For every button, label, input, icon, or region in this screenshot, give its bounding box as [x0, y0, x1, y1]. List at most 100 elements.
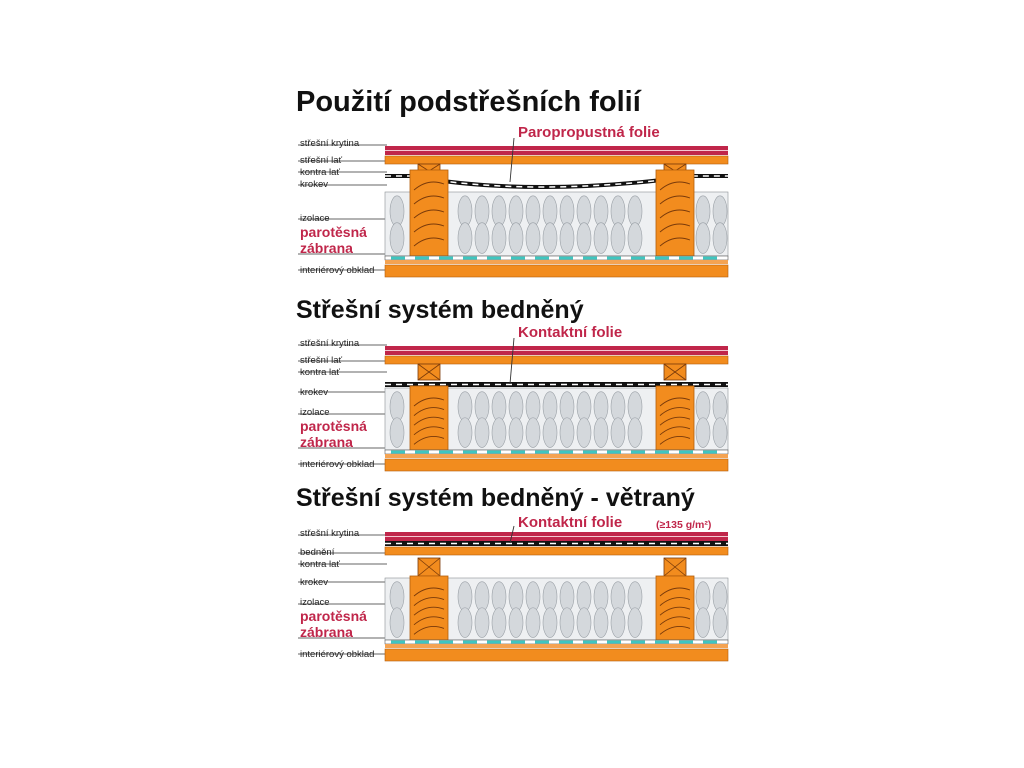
- contact-foil: [385, 541, 728, 546]
- insulation-fiber: [457, 607, 473, 638]
- rafter-grain: [659, 223, 691, 233]
- insulation-fiber: [508, 391, 524, 422]
- vapor-barrier-segment: [679, 256, 693, 260]
- insulation-fiber: [542, 607, 558, 638]
- insulation-fiber: [474, 581, 490, 612]
- vapor-barrier: [384, 255, 729, 261]
- label-interior-lining: interiérový obklad: [300, 459, 375, 470]
- vapor-barrier: [384, 639, 729, 645]
- rafter-grain: [659, 407, 691, 416]
- insulation-fiber: [593, 417, 609, 448]
- vapor-barrier-segment: [415, 450, 429, 454]
- batten-layer: [384, 355, 729, 365]
- label-rafter: krokev: [300, 387, 328, 398]
- vapor-barrier-segment: [703, 640, 717, 644]
- rafter-grain: [413, 397, 445, 407]
- insulation-fiber: [576, 417, 592, 448]
- rafter-grain: [659, 435, 691, 445]
- vapor-barrier-segment: [415, 256, 429, 260]
- rafter-grain: [659, 397, 691, 407]
- rafter-grain: [413, 209, 445, 219]
- section-2-cross-section: [298, 337, 729, 472]
- vapor-barrier-segment: [439, 450, 453, 454]
- insulation-fiber: [610, 222, 626, 254]
- insulation-fiber: [559, 195, 575, 227]
- vapor-barrier-segment: [511, 450, 525, 454]
- insulation-fiber: [712, 391, 728, 422]
- insulation-fiber: [627, 607, 643, 638]
- insulation-fiber: [491, 581, 507, 612]
- interior-batten: [385, 260, 728, 264]
- vapor-barrier-segment: [583, 450, 597, 454]
- vapor-barrier-segment: [487, 450, 501, 454]
- insulation-fiber: [542, 195, 558, 227]
- insulation-fiber: [508, 222, 524, 254]
- insulation-fiber: [542, 581, 558, 612]
- insulation-fiber: [525, 391, 541, 422]
- insulation-fiber: [627, 581, 643, 612]
- insulation-fiber: [593, 581, 609, 612]
- vapor-barrier-segment: [655, 450, 669, 454]
- vapor-barrier-segment: [655, 256, 669, 260]
- label-batten: střešní lať: [300, 155, 343, 166]
- vapor-barrier-segment: [535, 256, 549, 260]
- foil-pointer: [509, 137, 515, 183]
- insulation-fiber: [610, 391, 626, 422]
- label-rafter: krokev: [300, 577, 328, 588]
- vapor-barrier-segment: [583, 640, 597, 644]
- insulation-fiber: [712, 222, 728, 254]
- label-boarding: bednění: [300, 547, 335, 558]
- vapor-barrier: [384, 449, 729, 455]
- insulation-fiber: [593, 222, 609, 254]
- vapor-barrier-segment: [487, 256, 501, 260]
- insulation-fiber: [610, 417, 626, 448]
- label-vapor-barrier-2: zábrana: [300, 240, 353, 256]
- rafter: [409, 169, 449, 257]
- insulation-fiber: [508, 607, 524, 638]
- foil-pointer: [509, 337, 515, 385]
- vapor-barrier-segment: [631, 450, 645, 454]
- section-3-diagram: Kontaktní folie (≥135 g/m²) střešní kryt…: [290, 510, 735, 680]
- insulation-fiber: [491, 195, 507, 227]
- insulation-fiber: [593, 391, 609, 422]
- section-1-cross-section: [298, 137, 729, 278]
- insulation-fiber: [695, 417, 711, 448]
- rafter-grain: [413, 416, 445, 426]
- insulation-fiber: [695, 391, 711, 422]
- insulation-fiber: [389, 391, 405, 422]
- insulation-fiber: [695, 607, 711, 638]
- section-1-foil-label: Paropropustná folie: [518, 124, 660, 141]
- section-2-foil-label: Kontaktní folie: [518, 324, 623, 341]
- insulation-fiber: [474, 391, 490, 422]
- insulation-fiber: [389, 607, 405, 638]
- interior-lining: [384, 648, 729, 662]
- insulation-fiber: [695, 195, 711, 227]
- insulation-fiber: [627, 195, 643, 227]
- insulation-fiber: [542, 391, 558, 422]
- interior-batten: [385, 454, 728, 458]
- rafter-grain: [659, 416, 691, 426]
- insulation-fiber: [389, 417, 405, 448]
- vapor-barrier-segment: [607, 256, 621, 260]
- interior-lining: [384, 458, 729, 472]
- insulation-fiber: [712, 195, 728, 227]
- rafter-grain: [659, 426, 691, 436]
- contact-foil: [385, 382, 728, 387]
- insulation-fiber: [610, 195, 626, 227]
- label-counter-batten: kontra lať: [300, 367, 340, 378]
- vapor-barrier-segment: [607, 640, 621, 644]
- label-counter-batten: kontra lať: [300, 167, 340, 178]
- rafter-grain: [413, 587, 445, 597]
- interior-lining: [384, 264, 729, 278]
- vapor-barrier-segment: [487, 640, 501, 644]
- insulation-fiber: [576, 391, 592, 422]
- rafter-grain: [413, 223, 445, 233]
- rafter-grain: [413, 435, 445, 445]
- insulation-fiber: [559, 607, 575, 638]
- insulation-fiber: [491, 607, 507, 638]
- vapor-barrier-segment: [463, 640, 477, 644]
- label-vapor-barrier-1: parotěsná: [300, 224, 367, 240]
- insulation-fiber: [525, 222, 541, 254]
- rafter-grain: [413, 426, 445, 436]
- insulation-fiber: [695, 222, 711, 254]
